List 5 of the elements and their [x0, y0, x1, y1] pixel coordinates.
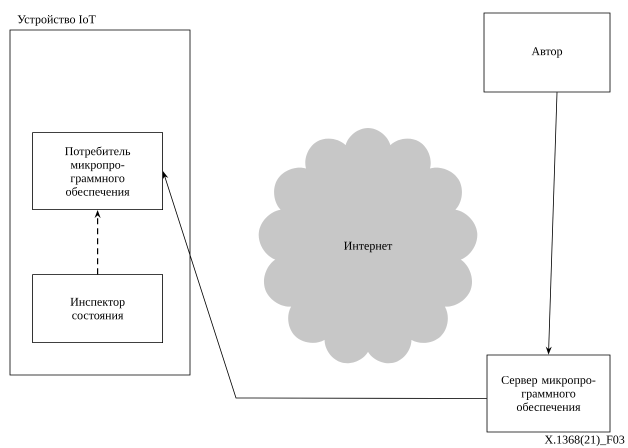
- consumer-box: Потребитель микропро- граммного обеспечения: [32, 132, 163, 210]
- author-box: Автор: [484, 12, 610, 92]
- server-box: Сервер микропро- граммного обеспечения: [486, 354, 610, 432]
- inspector-box: Инспектор состояния: [32, 274, 163, 343]
- device-heading: Устройство IoT: [18, 15, 96, 26]
